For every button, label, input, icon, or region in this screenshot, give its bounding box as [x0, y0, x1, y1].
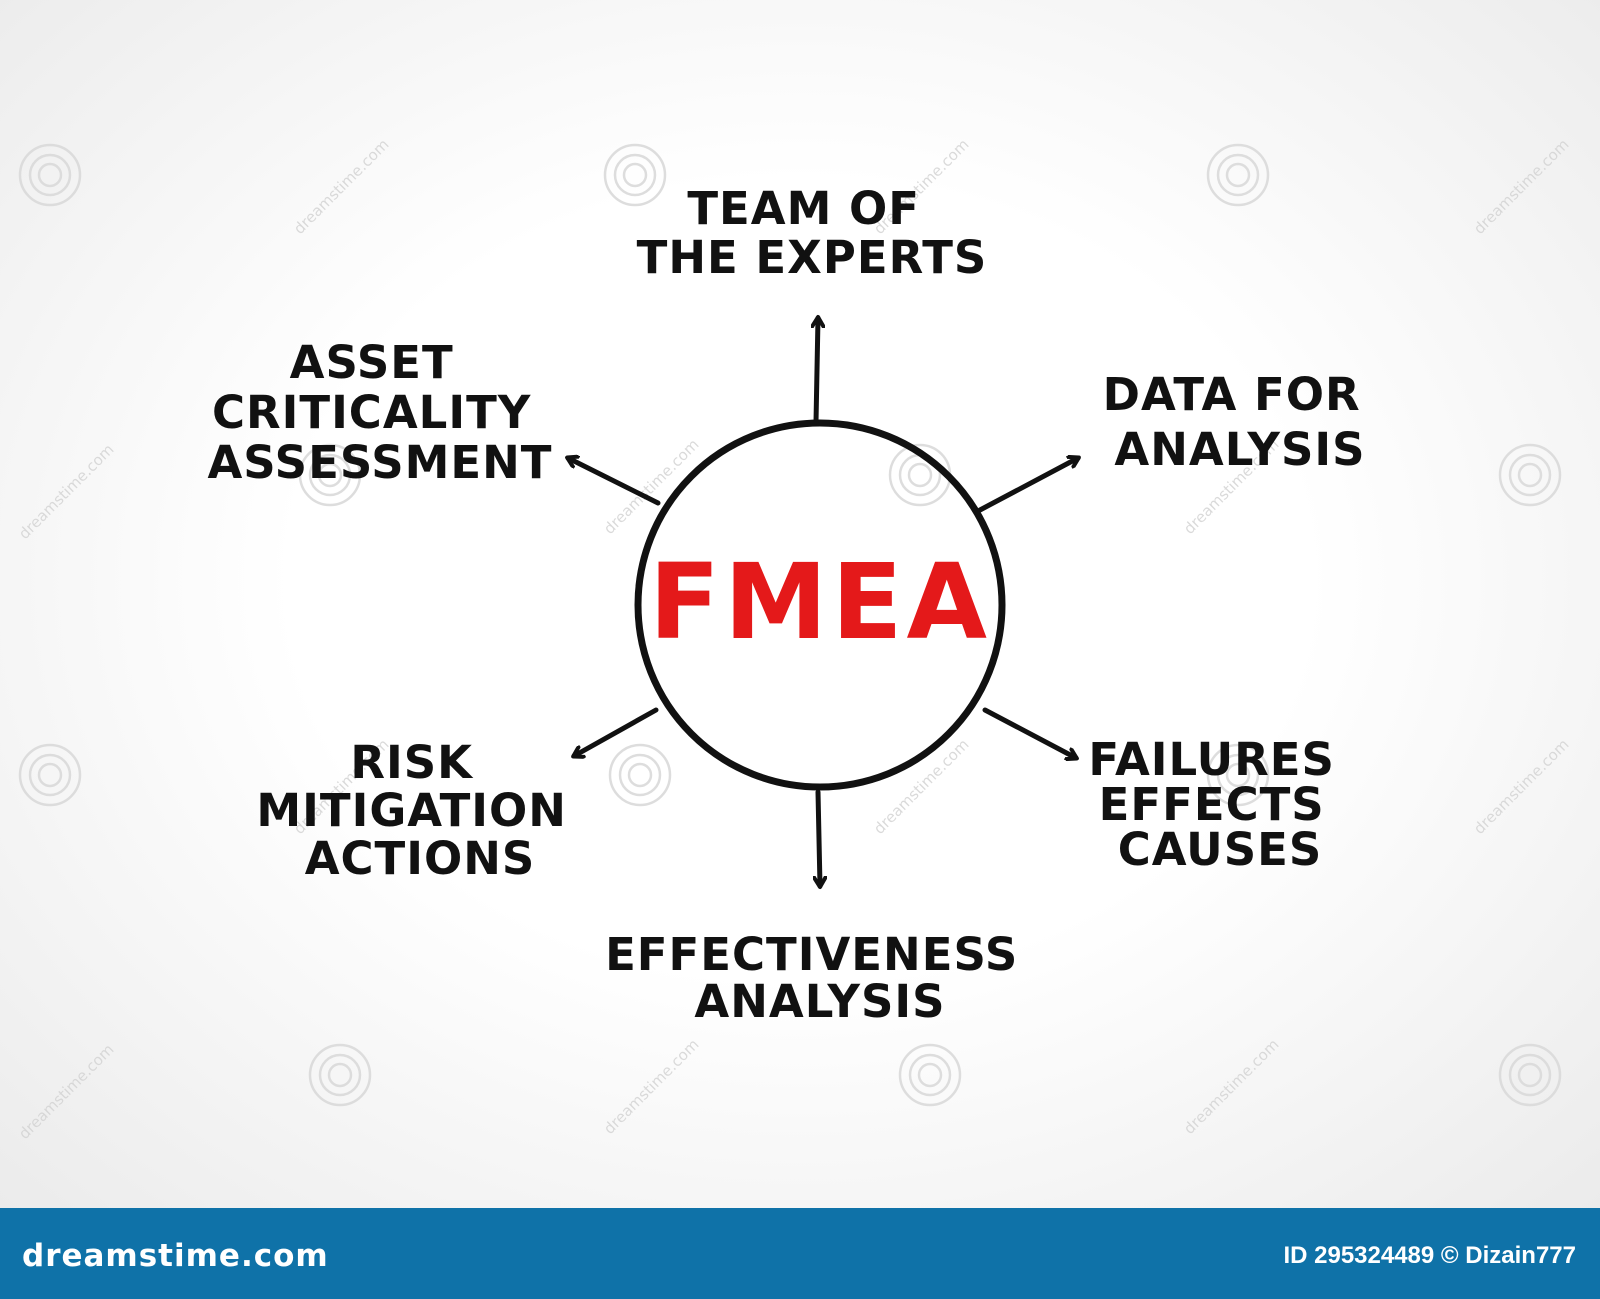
node-line: CAUSES	[1118, 823, 1323, 876]
node-line: FAILURES	[1088, 733, 1335, 786]
arrow-upper-right	[977, 458, 1078, 513]
watermark-logo-icon	[898, 1043, 962, 1107]
node-line: ASSESSMENT	[207, 436, 552, 489]
node-line: TEAM OF	[687, 182, 920, 235]
node-effectiveness-analysis: EFFECTIVENESS ANALYSIS	[605, 928, 1035, 1028]
watermark-text: dreamstime.com	[870, 735, 972, 837]
watermark-text: dreamstime.com	[600, 1035, 702, 1137]
center-circle	[634, 419, 1006, 791]
node-line: ANALYSIS	[694, 975, 945, 1028]
watermark-text: dreamstime.com	[600, 435, 702, 537]
watermark-logo-icon	[18, 743, 82, 807]
node-team-of-the-experts: TEAM OF THE EXPERTS	[637, 182, 988, 284]
watermark-logo-icon	[608, 743, 672, 807]
watermark-text: dreamstime.com	[15, 440, 117, 542]
watermark-text: dreamstime.com	[1470, 135, 1572, 237]
arrow-top	[816, 318, 818, 425]
watermark-logo-icon	[1498, 1043, 1562, 1107]
node-line: DATA FOR	[1103, 368, 1361, 421]
watermark-text: dreamstime.com	[1180, 1035, 1282, 1137]
node-failures-effects-causes: FAILURES EFFECTS CAUSES	[1088, 733, 1351, 876]
node-line: EFFECTS	[1099, 778, 1325, 831]
node-line: ACTIONS	[305, 832, 536, 885]
center-node: FMEA	[634, 419, 1006, 791]
stock-footer-bar: dreamstime.com ID 295324489 © Dizain777	[0, 1208, 1600, 1299]
watermark-text: dreamstime.com	[290, 135, 392, 237]
watermark-logo-icon	[298, 443, 362, 507]
node-line: THE EXPERTS	[637, 231, 988, 284]
node-line: CRITICALITY	[212, 386, 532, 439]
node-line: EFFECTIVENESS	[605, 928, 1018, 981]
footer-brand-logo[interactable]: dreamstime.com	[22, 1238, 329, 1274]
watermark-logo-icon	[1206, 743, 1270, 807]
diagram-canvas: dreamstime.com dreamstime.com dreamstime.c…	[0, 0, 1600, 1208]
watermark-text: dreamstime.com	[15, 1040, 117, 1142]
node-risk-mitigation-actions: RISK MITIGATION ACTIONS	[256, 736, 583, 885]
arrow-lower-left	[574, 707, 659, 756]
node-line: MITIGATION	[256, 784, 567, 837]
node-line: ANALYSIS	[1114, 423, 1365, 476]
arrow-bottom	[818, 789, 820, 886]
fmea-mind-map: dreamstime.com dreamstime.com dreamstime.c…	[15, 135, 1572, 1142]
watermark-logo-icon	[603, 143, 667, 207]
node-line: RISK	[350, 736, 474, 789]
arrow-upper-left	[568, 458, 661, 506]
arrow-lower-right	[982, 707, 1076, 758]
watermark-text: dreamstime.com	[1470, 735, 1572, 837]
node-asset-criticality-assessment: ASSET CRITICALITY ASSESSMENT	[207, 336, 552, 489]
image-id-credit: ID 295324489 © Dizain777	[1283, 1242, 1576, 1269]
arrows	[568, 318, 1078, 886]
node-data-for-analysis: DATA FOR ANALYSIS	[1103, 368, 1378, 476]
center-label: FMEA	[649, 541, 991, 663]
watermark-logo-icon	[1498, 443, 1562, 507]
watermark-logo-icon	[308, 1043, 372, 1107]
watermark-logo-icon	[1206, 143, 1270, 207]
node-line: ASSET	[290, 336, 454, 389]
watermark-logo-icon	[18, 143, 82, 207]
